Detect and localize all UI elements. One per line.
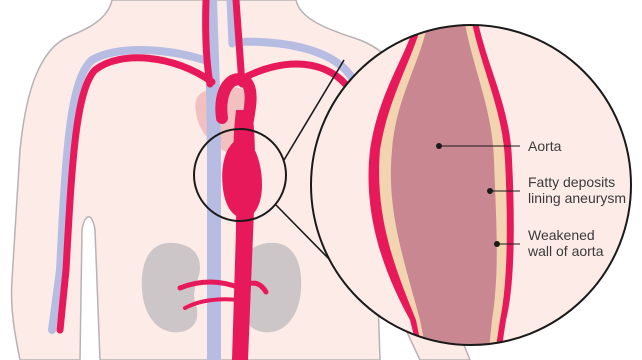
neck-vein-right — [230, 0, 232, 44]
label-aorta: Aorta — [528, 138, 562, 154]
label-weakened-wall-line2: wall of aorta — [527, 243, 604, 259]
fatty-leader-dot — [487, 188, 493, 194]
label-weakened-wall-line1: Weakened — [528, 227, 595, 243]
label-fatty-deposits-line2: lining aneurysm — [528, 190, 626, 206]
label-fatty-deposits-line1: Fatty deposits — [528, 174, 615, 190]
weakened-leader-dot — [494, 241, 500, 247]
vena-cava — [210, 0, 214, 360]
aorta-leader-dot — [436, 143, 442, 149]
